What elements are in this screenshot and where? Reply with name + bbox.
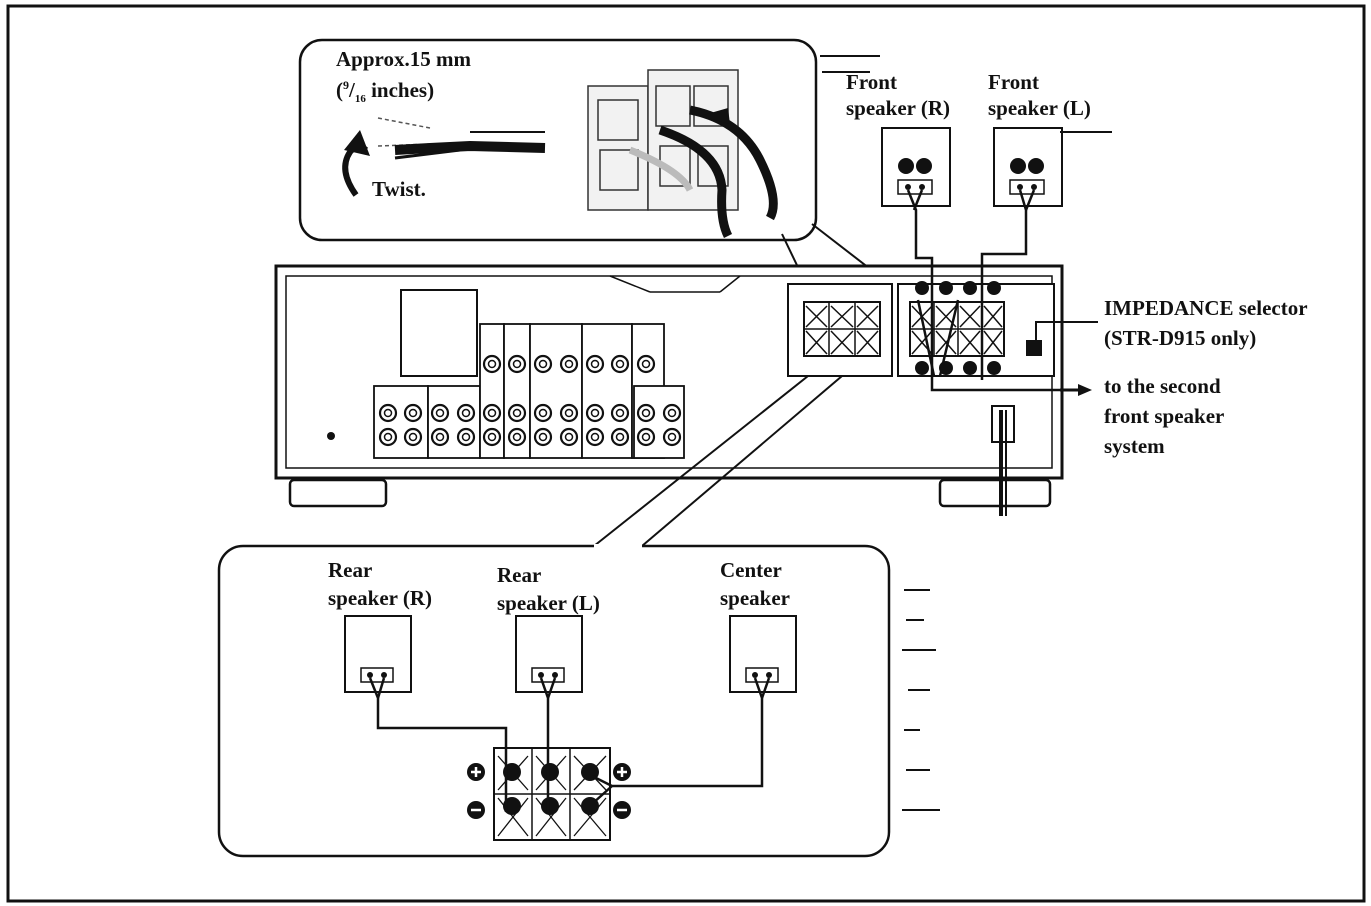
rca-jack-center: [461, 408, 471, 418]
rear-speaker-r-label-1: Rear: [328, 558, 373, 582]
rca-jack-center: [538, 432, 548, 442]
rca-jack-center: [512, 432, 522, 442]
front-speaker-l-label-1: Front: [988, 70, 1039, 94]
callout-line: [641, 375, 843, 547]
arrow-icon: [1078, 384, 1092, 396]
rca-jack-center: [408, 408, 418, 418]
rca-jack-center: [641, 359, 651, 369]
rear-speaker-r-label-2: speaker (R): [328, 586, 433, 610]
rca-jack-center: [538, 408, 548, 418]
twist-label: Twist.: [372, 177, 426, 201]
inches-numerator: 9: [343, 78, 349, 92]
rca-jack-center: [461, 432, 471, 442]
rca-jack-center: [435, 432, 445, 442]
rca-jack-center: [564, 408, 574, 418]
impedance-label-1: IMPEDANCE selector: [1104, 296, 1308, 320]
rca-jack-center: [564, 432, 574, 442]
center-speaker-label-1: Center: [720, 558, 782, 582]
rca-jack-center: [383, 432, 393, 442]
strip-length-inches-label: (9/16 inches): [336, 78, 435, 106]
second-front-label-3: system: [1104, 434, 1165, 458]
rear-speaker-l-label-1: Rear: [497, 563, 542, 587]
second-front-label-1: to the second: [1104, 374, 1221, 398]
callout-line: [593, 375, 809, 547]
rca-jack-center: [615, 359, 625, 369]
rca-jack-center: [408, 432, 418, 442]
scan-noise: [820, 55, 1112, 811]
rca-jack-center: [615, 408, 625, 418]
rca-jack-center: [487, 408, 497, 418]
rca-jack-center: [590, 359, 600, 369]
front-speaker-r: [881, 127, 951, 207]
rca-jack-center: [590, 432, 600, 442]
front-speaker-r-label-1: Front: [846, 70, 897, 94]
page-frame: [6, 4, 1366, 903]
rca-jack-center: [538, 359, 548, 369]
front-speaker-l-label-2: speaker (L): [988, 96, 1091, 120]
rear-speaker-l-label-2: speaker (L): [497, 591, 600, 615]
rca-jack-center: [487, 432, 497, 442]
rca-jack-center: [667, 432, 677, 442]
strip-length-label: Approx.15 mm: [336, 47, 471, 71]
rca-jack-center: [590, 408, 600, 418]
inches-unit: inches): [371, 78, 435, 102]
center-speaker-label-2: speaker: [720, 586, 790, 610]
rca-jack-center: [512, 408, 522, 418]
front-wiring: [906, 189, 1070, 392]
rca-jack-center: [435, 408, 445, 418]
rca-jack-center: [615, 432, 625, 442]
front-speaker-l: [993, 127, 1063, 207]
rca-jack-center: [667, 408, 677, 418]
rca-jack-center: [512, 359, 522, 369]
rca-jack-center: [641, 432, 651, 442]
rca-jack-center: [564, 359, 574, 369]
rca-jack-center: [487, 359, 497, 369]
rear-speakers-inset: [217, 544, 891, 858]
rca-jack-center: [641, 408, 651, 418]
impedance-label-2: (STR-D915 only): [1104, 326, 1257, 350]
rca-jacks: [378, 354, 682, 447]
front-speaker-r-label-2: speaker (R): [846, 96, 951, 120]
second-front-label-2: front speaker: [1104, 404, 1225, 428]
inches-denominator: 16: [354, 93, 366, 106]
wire-prep-inset: [298, 38, 818, 242]
rca-jack-center: [383, 408, 393, 418]
